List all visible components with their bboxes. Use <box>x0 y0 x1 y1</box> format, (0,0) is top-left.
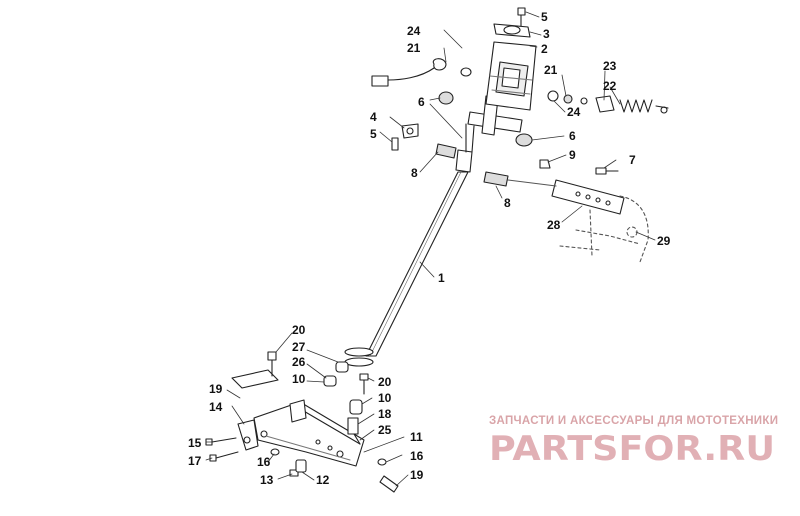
callout-27: 27 <box>292 340 306 354</box>
washer-left <box>270 448 280 456</box>
callout-20a: 20 <box>292 323 306 337</box>
lower-collar <box>344 347 374 367</box>
callout-16a: 16 <box>257 455 271 469</box>
callout-10b: 10 <box>378 391 392 405</box>
callout-13: 13 <box>260 473 274 487</box>
side-clamp <box>391 123 419 151</box>
support-bracket <box>507 159 625 215</box>
washer-right <box>377 458 387 466</box>
callout-8b: 8 <box>504 196 511 210</box>
top-bolt <box>517 7 526 27</box>
lower-bracket <box>253 399 365 467</box>
upper-tee <box>455 95 523 173</box>
bearing-cup-lower <box>323 375 337 387</box>
frame-reference <box>559 195 649 263</box>
callout-14: 14 <box>209 400 223 414</box>
callout-18: 18 <box>378 407 392 421</box>
callout-25: 25 <box>378 423 392 437</box>
callout-11: 11 <box>410 430 423 444</box>
throttle-switch <box>371 58 472 87</box>
callout-9: 9 <box>569 148 576 162</box>
watermark-logo: PARTSFOR.RU <box>489 429 775 468</box>
callout-29: 29 <box>657 234 671 248</box>
callout-19b: 19 <box>410 468 424 482</box>
callout-6a: 6 <box>418 95 425 109</box>
handlebar-block <box>485 41 537 111</box>
leader-lines <box>205 11 656 487</box>
bolt-17 <box>209 451 239 462</box>
callout-15: 15 <box>188 436 202 450</box>
bushing-right <box>515 133 533 147</box>
callout-21a: 21 <box>407 41 421 55</box>
block-plate <box>231 351 279 389</box>
callout-16b: 16 <box>410 449 424 463</box>
callout-24b: 24 <box>567 105 581 119</box>
callout-22: 22 <box>603 79 617 93</box>
spacer <box>347 417 359 435</box>
bearing-upper <box>435 143 457 159</box>
callout-23: 23 <box>603 59 617 73</box>
cotter-pin <box>353 433 361 445</box>
bushing-left <box>438 91 454 105</box>
bearing-cup-upper <box>335 361 349 373</box>
spring-assembly <box>547 90 669 114</box>
callout-12: 12 <box>316 473 330 487</box>
callout-1: 1 <box>438 271 445 285</box>
steering-post <box>365 171 469 357</box>
bolt-15 <box>205 437 237 446</box>
callout-5b: 5 <box>370 127 377 141</box>
bearing-cup-right <box>349 399 363 415</box>
callout-2: 2 <box>541 42 548 56</box>
callout-labels: 5 3 2 24 21 21 23 22 24 6 4 5 6 9 7 8 8 … <box>188 10 671 487</box>
callout-4: 4 <box>370 110 377 124</box>
pivot-link <box>379 475 399 493</box>
callout-26: 26 <box>292 355 306 369</box>
callout-19a: 19 <box>209 382 223 396</box>
callout-7: 7 <box>629 153 636 167</box>
callout-3: 3 <box>543 27 550 41</box>
bushing-12 <box>295 459 307 473</box>
bearing-lower <box>483 171 509 187</box>
clamp-cap <box>493 23 531 38</box>
callout-28: 28 <box>547 218 561 232</box>
callout-17: 17 <box>188 454 202 468</box>
bolt-20-right <box>359 373 369 395</box>
side-bracket <box>237 419 259 451</box>
watermark-title: ЗАПЧАСТИ И АКСЕССУАРЫ ДЛЯ МОТОТЕХНИКИ <box>489 415 779 427</box>
watermark-logo-text: PARTSFOR.RU <box>489 429 775 468</box>
callout-6b: 6 <box>569 129 576 143</box>
callout-20b: 20 <box>378 375 392 389</box>
nut-13 <box>289 469 299 477</box>
callout-10a: 10 <box>292 372 306 386</box>
callout-8a: 8 <box>411 166 418 180</box>
callout-21b: 21 <box>544 63 558 77</box>
callout-24a: 24 <box>407 24 421 38</box>
callout-5a: 5 <box>541 10 548 24</box>
